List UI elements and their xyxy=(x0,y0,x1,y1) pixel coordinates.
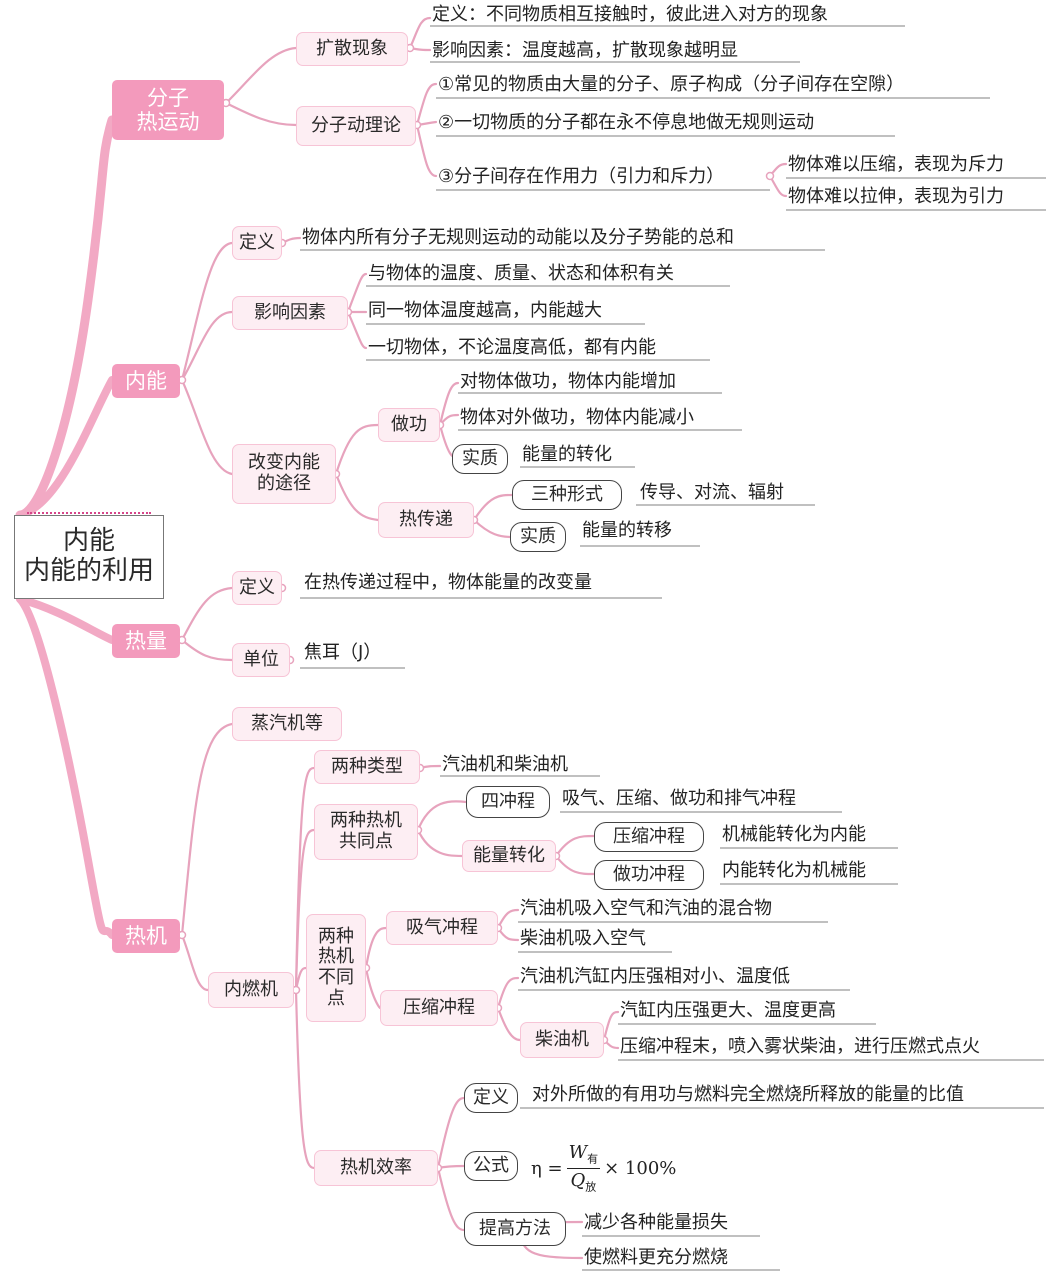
branch-internal-energy: 内能 xyxy=(112,364,180,398)
leaf-improve-2: 使燃料更充分燃烧 xyxy=(584,1247,728,1268)
node-improve: 提高方法 xyxy=(464,1212,566,1246)
formula-w: W xyxy=(568,1142,588,1163)
branch-heat: 热量 xyxy=(112,624,180,658)
leaf-ie-factor-3: 一切物体，不论温度高低，都有内能 xyxy=(368,337,656,358)
formula-fraction: W有 Q放 xyxy=(566,1142,601,1195)
branch-molecular-motion: 分子 热运动 xyxy=(112,80,224,140)
root-node: 内能 内能的利用 xyxy=(14,512,164,599)
efficiency-formula: η = W有 Q放 × 100% xyxy=(531,1142,676,1194)
leaf-kinetic-2: ②一切物质的分子都在永不停息地做无规则运动 xyxy=(438,112,815,133)
node-differences-line1: 两种 xyxy=(318,925,354,947)
node-diffusion: 扩散现象 xyxy=(296,32,408,66)
formula-q-sub: 放 xyxy=(585,1180,597,1194)
node-power-stroke: 做功冲程 xyxy=(594,860,704,890)
node-kinetic-theory: 分子动理论 xyxy=(296,106,416,146)
node-heat-unit: 单位 xyxy=(232,643,290,677)
leaf-ie-definition: 物体内所有分子无规则运动的动能以及分子势能的总和 xyxy=(302,227,734,248)
leaf-ie-factor-2: 同一物体温度越高，内能越大 xyxy=(368,300,602,321)
leaf-kinetic-1: ①常见的物质由大量的分子、原子构成（分子间存在空隙） xyxy=(438,74,905,95)
leaf-work-1: 对物体做功，物体内能增加 xyxy=(460,371,676,392)
node-work: 做功 xyxy=(378,408,440,442)
node-differences-line3: 不同 xyxy=(318,967,354,988)
node-four-strokes: 四冲程 xyxy=(466,786,550,818)
formula-numerator: W有 xyxy=(566,1142,601,1169)
leaf-compression-gasoline: 汽油机汽缸内压强相对小、温度低 xyxy=(520,966,790,987)
node-heat-forms: 三种形式 xyxy=(512,480,622,510)
leaf-compression-stroke: 机械能转化为内能 xyxy=(722,824,866,845)
node-steam-engine: 蒸汽机等 xyxy=(232,707,342,741)
node-differences-line2: 热机 xyxy=(318,946,354,968)
node-ie-ways-line1: 改变内能 xyxy=(248,452,320,474)
leaf-kinetic-3b: 物体难以拉伸，表现为引力 xyxy=(788,186,1004,207)
leaf-two-types: 汽油机和柴油机 xyxy=(442,754,568,775)
node-common-line1: 两种热机 xyxy=(330,810,402,832)
formula-eta: η = xyxy=(531,1157,563,1179)
node-common-line2: 共同点 xyxy=(339,831,393,852)
leaf-improve-1: 减少各种能量损失 xyxy=(584,1212,728,1233)
leaf-kinetic-3: ③分子间存在作用力（引力和斥力） xyxy=(438,166,725,187)
formula-times: × 100% xyxy=(604,1157,677,1179)
node-efficiency-formula: 公式 xyxy=(464,1151,518,1181)
leaf-four-strokes: 吸气、压缩、做功和排气冲程 xyxy=(562,788,796,809)
formula-q: Q xyxy=(570,1169,586,1191)
node-efficiency: 热机效率 xyxy=(314,1150,438,1186)
leaf-intake-diesel: 柴油机吸入空气 xyxy=(520,928,646,949)
node-two-types: 两种类型 xyxy=(314,750,420,784)
leaf-diffusion-definition: 定义：不同物质相互接触时，彼此进入对方的现象 xyxy=(432,4,828,25)
node-heat-essence: 实质 xyxy=(510,522,566,552)
node-differences-line4: 点 xyxy=(327,987,345,1009)
leaf-diesel-1: 汽缸内压强更大、温度更高 xyxy=(620,1000,836,1021)
leaf-diesel-2: 压缩冲程末，喷入雾状柴油，进行压燃式点火 xyxy=(620,1036,980,1057)
node-differences: 两种 热机 不同 点 xyxy=(306,914,366,1022)
leaf-heat-essence: 能量的转移 xyxy=(582,520,672,541)
node-diesel: 柴油机 xyxy=(520,1022,604,1058)
node-intake-stroke: 吸气冲程 xyxy=(386,911,498,945)
leaf-heat-definition: 在热传递过程中，物体能量的改变量 xyxy=(304,572,592,593)
node-ie-ways: 改变内能 的途径 xyxy=(232,444,336,504)
formula-w-sub: 有 xyxy=(587,1152,599,1166)
leaf-ie-factor-1: 与物体的温度、质量、状态和体积有关 xyxy=(368,263,674,284)
node-work-essence: 实质 xyxy=(452,444,508,474)
leaf-heat-unit: 焦耳（J） xyxy=(304,642,382,663)
node-efficiency-definition: 定义 xyxy=(464,1083,518,1113)
node-energy-conversion: 能量转化 xyxy=(462,840,556,872)
node-heat-transfer: 热传递 xyxy=(378,502,474,538)
leaf-diffusion-factor: 影响因素：温度越高，扩散现象越明显 xyxy=(432,40,738,61)
leaf-kinetic-3a: 物体难以压缩，表现为斥力 xyxy=(788,154,1004,175)
leaf-efficiency-definition: 对外所做的有用功与燃料完全燃烧所释放的能量的比值 xyxy=(532,1084,964,1105)
leaf-work-2: 物体对外做功，物体内能减小 xyxy=(460,407,694,428)
root-title-line2: 内能的利用 xyxy=(23,556,154,586)
root-title-line1: 内能 xyxy=(62,526,115,557)
formula-denominator: Q放 xyxy=(568,1169,598,1195)
node-ice: 内燃机 xyxy=(208,972,294,1008)
node-ie-factors: 影响因素 xyxy=(232,296,348,330)
branch-molecular-motion-line2: 热运动 xyxy=(136,110,200,134)
node-ie-ways-line2: 的途径 xyxy=(257,473,311,494)
node-diff-compression: 压缩冲程 xyxy=(380,990,498,1026)
node-ie-definition: 定义 xyxy=(232,226,282,260)
node-common: 两种热机 共同点 xyxy=(314,804,418,860)
leaf-heat-forms: 传导、对流、辐射 xyxy=(640,482,784,503)
branch-molecular-motion-line1: 分子 xyxy=(147,85,189,110)
branch-heat-engine: 热机 xyxy=(112,919,180,953)
node-heat-definition: 定义 xyxy=(232,571,282,605)
node-compression-stroke: 压缩冲程 xyxy=(594,822,704,852)
leaf-intake-gasoline: 汽油机吸入空气和汽油的混合物 xyxy=(520,898,772,919)
leaf-power-stroke: 内能转化为机械能 xyxy=(722,860,866,881)
leaf-work-essence: 能量的转化 xyxy=(522,444,612,465)
